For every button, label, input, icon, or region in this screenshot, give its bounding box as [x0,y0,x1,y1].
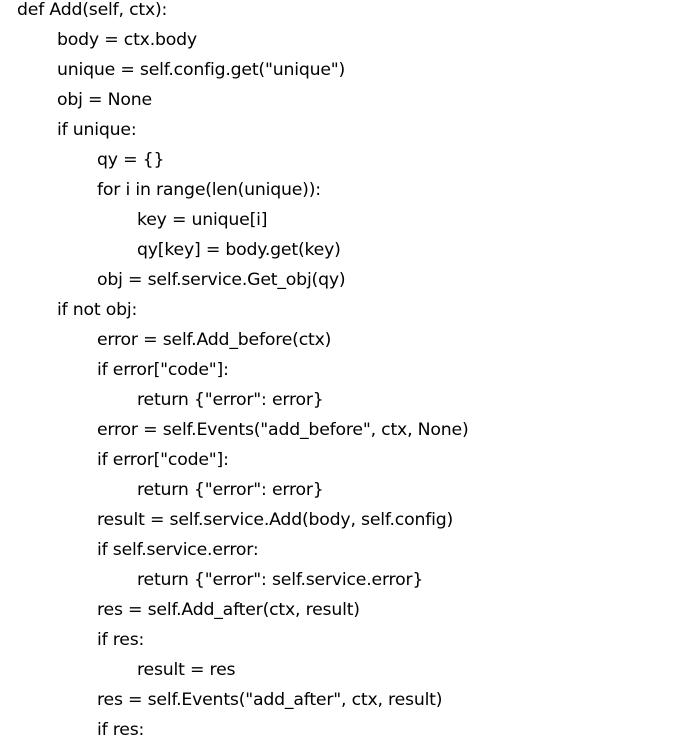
code-line: if res: [97,630,145,650]
code-line: return {"error": self.service.error} [137,570,424,590]
code-line: if not obj: [57,300,138,320]
code-line: error = self.Add_before(ctx) [97,330,332,350]
code-line: result = self.service.Add(body, self.con… [97,510,454,530]
code-line: if unique: [57,120,137,140]
code-line: qy[key] = body.get(key) [137,240,341,260]
code-line: qy = {} [97,150,165,170]
code-line: if error["code"]: [97,450,229,470]
code-line: for i in range(len(unique)): [97,180,321,200]
code-line: result = res [137,660,236,680]
code-line: unique = self.config.get("unique") [57,60,346,80]
code-line: key = unique[i] [137,210,268,230]
code-line: obj = None [57,90,152,110]
code-line: return {"error": error} [137,480,324,500]
code-line: error = self.Events("add_before", ctx, N… [97,420,469,440]
code-line: if error["code"]: [97,360,229,380]
code-line: res = self.Add_after(ctx, result) [97,600,360,620]
code-line: res = self.Events("add_after", ctx, resu… [97,690,443,710]
code-line: def Add(self, ctx): [17,0,168,20]
code-line: return {"error": error} [137,390,324,410]
code-line: body = ctx.body [57,30,197,50]
code-line: if self.service.error: [97,540,259,560]
code-line: if res: [97,720,145,740]
code-line: obj = self.service.Get_obj(qy) [97,270,346,290]
